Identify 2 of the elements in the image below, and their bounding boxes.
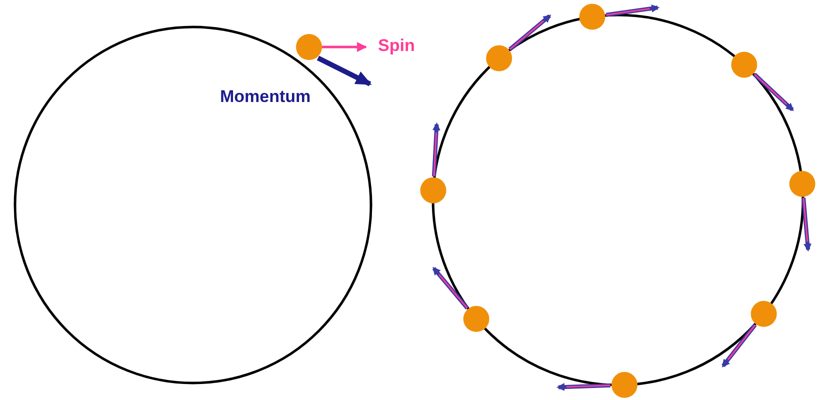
momentum-label: Momentum <box>220 87 311 107</box>
spin-label: Spin <box>378 36 415 56</box>
